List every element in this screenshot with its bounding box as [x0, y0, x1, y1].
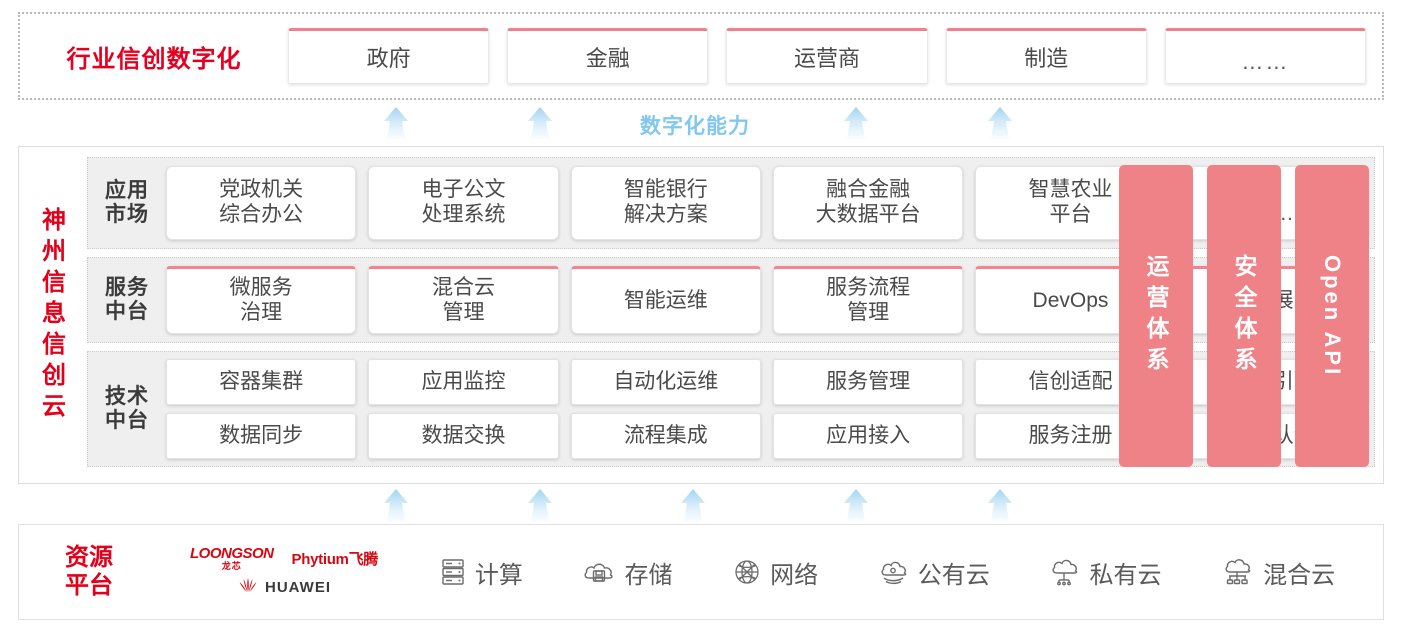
band-label-technical-platform: 技术 中台 — [105, 384, 149, 432]
tec-cell-app-monitoring[interactable]: 应用监控 — [368, 359, 559, 405]
vendor-logo-list: LOONGSON 龙芯 Phytium飞腾 — [159, 546, 409, 598]
up-arrow-icon — [838, 106, 874, 140]
cloud-panel: 神州信息信创云 应用 市场 党政机关 综合办公 电子公文 处理系统 智能银行 解… — [18, 146, 1384, 484]
up-arrow-icon — [522, 488, 558, 522]
tec-cell-automated-ops[interactable]: 自动化运维 — [570, 359, 761, 405]
resource-item-label: 网络 — [770, 561, 819, 589]
vendor-logo-row-2: HUAWEI — [237, 577, 331, 598]
resource-arrow-row — [0, 488, 1402, 522]
resource-item-hybrid-cloud[interactable]: 混合云 — [1221, 555, 1335, 590]
up-arrow-icon — [522, 106, 558, 140]
up-arrow-icon — [838, 488, 874, 522]
loongson-logo: LOONGSON 龙芯 — [190, 545, 274, 571]
industry-band: 行业信创数字化 政府 金融 运营商 制造 …… — [18, 12, 1384, 100]
tec-cell-service-management[interactable]: 服务管理 — [772, 359, 964, 405]
cloud-panel-title: 神州信息信创云 — [19, 147, 81, 483]
private-cloud-icon — [1049, 558, 1081, 586]
cloud-panel-title-text: 神州信息信创云 — [37, 206, 65, 424]
industry-box-list: 政府 金融 运营商 制造 …… — [288, 28, 1382, 84]
resource-item-list: 计算 存储 — [409, 555, 1383, 590]
hybrid-cloud-icon — [1221, 558, 1255, 586]
app-cell-edoc-system[interactable]: 电子公文 处理系统 — [368, 166, 559, 240]
svc-cell-intelligent-ops[interactable]: 智能运维 — [570, 266, 761, 334]
up-arrow-icon — [982, 488, 1018, 522]
industry-box-more[interactable]: …… — [1164, 28, 1367, 84]
tec-cell-data-exchange[interactable]: 数据交换 — [368, 413, 559, 459]
resource-item-private-cloud[interactable]: 私有云 — [1049, 555, 1161, 590]
huawei-flower-icon — [237, 577, 259, 598]
server-icon — [439, 557, 467, 587]
resource-item-label: 计算 — [474, 561, 523, 589]
resource-platform-title: 资源 平台 — [65, 543, 113, 599]
vendor-logo-row-1: LOONGSON 龙芯 Phytium飞腾 — [190, 546, 378, 571]
resource-item-network[interactable]: 网络 — [732, 555, 818, 590]
storage-cloud-icon — [582, 558, 616, 586]
industry-box-finance[interactable]: 金融 — [507, 28, 709, 84]
capability-label: 数字化能力 — [640, 115, 750, 138]
resource-platform-panel: 资源 平台 LOONGSON 龙芯 Phytium飞腾 — [18, 524, 1384, 620]
industry-box-manufacturing[interactable]: 制造 — [945, 28, 1147, 84]
pillar-list: 运营体系 安全体系 Open API — [1119, 165, 1369, 467]
pillar-operations-system[interactable]: 运营体系 — [1119, 165, 1193, 467]
resource-item-compute[interactable]: 计算 — [439, 555, 523, 590]
resource-item-storage[interactable]: 存储 — [582, 555, 672, 590]
phytium-logo: Phytium飞腾 — [291, 551, 379, 568]
band-label-application-market: 应用 市场 — [105, 178, 149, 226]
pillar-security-system[interactable]: 安全体系 — [1207, 165, 1281, 467]
app-cell-party-government-office[interactable]: 党政机关 综合办公 — [166, 166, 357, 240]
resource-item-public-cloud[interactable]: 公有云 — [878, 555, 990, 590]
app-cell-smart-bank-solution[interactable]: 智能银行 解决方案 — [570, 166, 761, 240]
resource-item-label: 存储 — [624, 561, 673, 589]
huawei-logo-text: HUAWEI — [265, 579, 331, 596]
tec-cell-app-access[interactable]: 应用接入 — [772, 413, 964, 459]
industry-box-operator[interactable]: 运营商 — [726, 28, 928, 84]
up-arrow-icon — [675, 488, 711, 522]
svc-cell-microservice-governance[interactable]: 微服务 治理 — [166, 266, 357, 334]
resource-item-label: 公有云 — [917, 561, 990, 589]
app-cell-fintech-bigdata-platform[interactable]: 融合金融 大数据平台 — [772, 166, 964, 240]
network-globe-icon — [732, 557, 762, 587]
capability-arrow-row: 数字化能力 — [0, 106, 1402, 140]
up-arrow-icon — [378, 488, 414, 522]
industry-title: 行业信创数字化 — [66, 45, 242, 73]
huawei-logo: HUAWEI — [237, 577, 331, 598]
cloud-panel-body: 应用 市场 党政机关 综合办公 电子公文 处理系统 智能银行 解决方案 融合金融… — [81, 147, 1383, 483]
pillar-open-api[interactable]: Open API — [1295, 165, 1369, 467]
tec-cell-container-cluster[interactable]: 容器集群 — [166, 359, 357, 405]
band-label-service-platform: 服务 中台 — [105, 275, 149, 323]
svc-cell-service-process-management[interactable]: 服务流程 管理 — [772, 266, 964, 334]
public-cloud-icon — [878, 558, 910, 586]
industry-box-government[interactable]: 政府 — [288, 28, 490, 84]
resource-item-label: 混合云 — [1263, 561, 1336, 589]
tec-cell-process-integration[interactable]: 流程集成 — [570, 413, 761, 459]
tec-cell-data-sync[interactable]: 数据同步 — [166, 413, 357, 459]
svc-cell-hybrid-cloud-management[interactable]: 混合云 管理 — [368, 266, 559, 334]
resource-item-label: 私有云 — [1089, 561, 1162, 589]
up-arrow-icon — [378, 106, 414, 140]
up-arrow-icon — [982, 106, 1018, 140]
